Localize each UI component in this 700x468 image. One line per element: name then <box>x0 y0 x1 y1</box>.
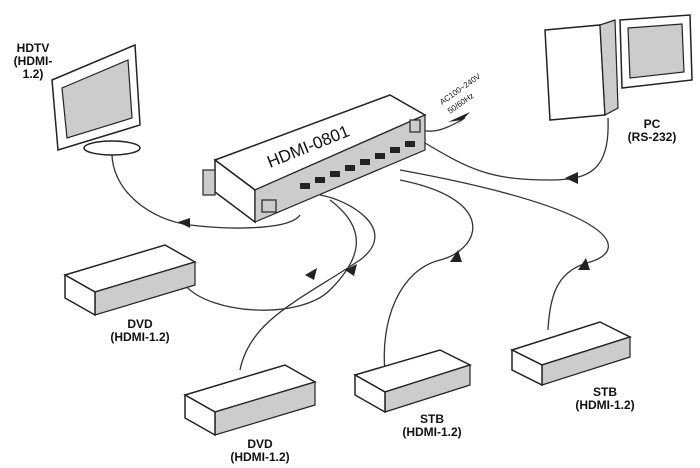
stb1-label: STB(HDMI-1.2) <box>402 412 462 439</box>
hdtv-device <box>51 43 141 156</box>
arrow-icon <box>448 112 470 128</box>
arrow-icon <box>565 172 578 184</box>
stb-1 <box>353 349 472 414</box>
cable-stb2 <box>399 169 609 331</box>
stb-2 <box>510 321 632 387</box>
dvd2-label: DVD(HDMI-1.2) <box>230 437 290 464</box>
pc-device <box>544 14 693 121</box>
arrow-icon <box>178 218 190 228</box>
dvd-player-2 <box>183 364 317 437</box>
pc-label: PC(RS-232) <box>627 117 677 144</box>
cable-dvd2 <box>239 194 376 371</box>
cable-stb1 <box>383 179 474 373</box>
stb2-label: STB(HDMI-1.2) <box>575 385 635 412</box>
arrow-icon <box>450 250 462 262</box>
cable-dvd1 <box>184 199 357 311</box>
hdmi-switcher <box>202 94 427 224</box>
hdtv-label: HDTV(HDMI-1.2) <box>13 41 53 81</box>
dvd-player-1 <box>63 244 197 317</box>
arrow-icon <box>345 264 357 276</box>
cable-pc <box>419 117 609 181</box>
dvd1-label: DVD(HDMI-1.2) <box>110 317 170 344</box>
arrow-icon <box>578 258 590 270</box>
arrow-icon <box>305 268 317 280</box>
